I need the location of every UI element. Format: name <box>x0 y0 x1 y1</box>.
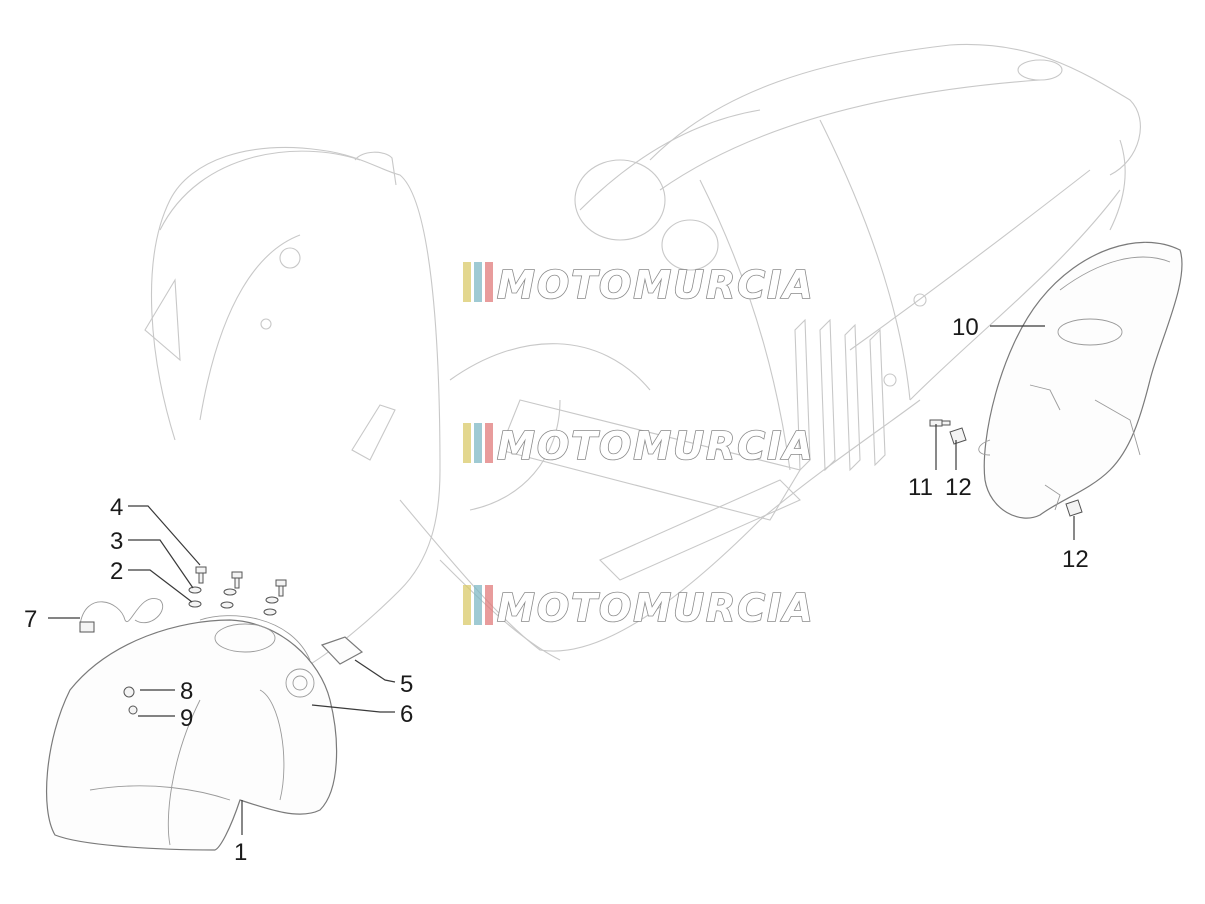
watermark-text: MOTOMURCIA <box>497 586 815 630</box>
leader-lines <box>48 325 1075 835</box>
watermark-stripe <box>485 262 493 302</box>
watermark-text: MOTOMURCIA <box>497 424 815 468</box>
watermark-stripe <box>474 262 482 302</box>
callout-12a: 12 <box>945 474 972 501</box>
watermark-stripe <box>485 585 493 625</box>
callout-1: 1 <box>234 839 247 866</box>
callout-5: 5 <box>400 671 413 698</box>
rear-splash-guard <box>978 241 1183 519</box>
watermark-3: MOTOMURCIA <box>463 585 815 631</box>
watermark-stripe <box>485 423 493 463</box>
callout-8: 8 <box>180 678 193 705</box>
callout-3: 3 <box>110 528 123 555</box>
hardware-parts <box>79 419 1083 715</box>
callout-4: 4 <box>110 494 123 521</box>
watermark-stripe <box>463 423 471 463</box>
callout-10: 10 <box>952 314 979 341</box>
watermark-text: MOTOMURCIA <box>497 263 815 307</box>
callout-labels: 1 2 3 4 5 6 7 8 9 10 11 12 12 <box>24 314 1089 866</box>
watermark-stripe <box>463 262 471 302</box>
watermark-2: MOTOMURCIA <box>463 423 815 469</box>
callout-6: 6 <box>400 701 413 728</box>
callout-11: 11 <box>908 474 933 501</box>
callout-7: 7 <box>24 606 37 633</box>
watermark-stripe <box>463 585 471 625</box>
callout-2: 2 <box>110 558 123 585</box>
watermark-stripe <box>474 423 482 463</box>
scooter-body-outline <box>144 43 1141 671</box>
watermark-stripe <box>474 585 482 625</box>
watermark-1: MOTOMURCIA <box>463 262 815 308</box>
callout-9: 9 <box>180 705 193 732</box>
callout-12b: 12 <box>1062 546 1089 573</box>
watermark: MOTOMURCIA MOTOMURCIA MOTOMURCIA <box>463 262 815 631</box>
front-mudguard <box>45 615 338 851</box>
